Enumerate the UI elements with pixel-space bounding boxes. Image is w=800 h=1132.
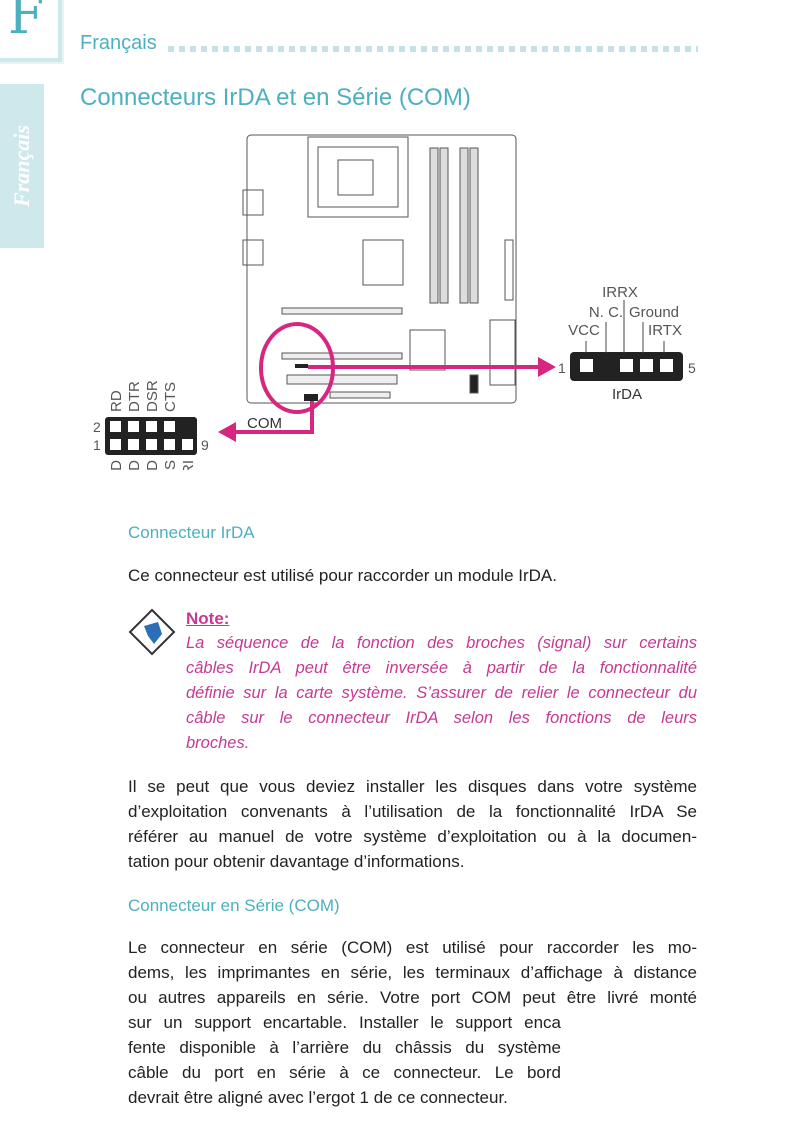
com-connector: 2 1 9 RD DTR DSR CTS CD TD GND RTS RI CO… [93, 380, 282, 470]
com-pin-9-label: 9 [201, 437, 209, 453]
paragraph-line: fente disponible à l’arrière du châssis … [128, 1038, 561, 1057]
paragraph-line: d’exploitation convenants à l’utilisatio… [128, 802, 697, 821]
connector-diagram: VCC N. C. IRRX Ground IRTX 1 5 IrDA 2 1 … [93, 134, 696, 470]
watermark-overlay [563, 1012, 800, 1116]
paragraph-line: Ce connecteur est utilisé pour raccorder… [128, 566, 557, 585]
com-pin-dtr: DTR [126, 381, 143, 412]
paragraph-line: devrait être aligné avec l’ergot 1 de ce… [128, 1088, 508, 1107]
note-line: câble sur le connecteur IrDA selon les f… [186, 709, 697, 727]
irda-connector: VCC N. C. IRRX Ground IRTX 1 5 IrDA [558, 284, 696, 403]
running-header: Français [80, 32, 157, 54]
com-pin-cts: CTS [162, 382, 179, 412]
com-pin-ri: RI [180, 460, 197, 470]
irda-pin-ground: Ground [629, 304, 679, 321]
irda-header-on-board [295, 364, 308, 368]
irda-pin-nc: N. C. [589, 304, 623, 321]
irda-pin-irtx: IRTX [648, 322, 682, 339]
section-heading-com: Connecteur en Série (COM) [128, 896, 340, 915]
chapter-letter: F [8, 0, 45, 46]
irda-pin-irrx: IRRX [602, 284, 638, 301]
paragraph-line: sur un support encartable. Installer le … [128, 1013, 561, 1032]
irda-pin-vcc: VCC [568, 322, 600, 339]
note-line: définie sur la carte système. S’assurer … [186, 684, 697, 702]
irda-pin-1-label: 1 [558, 360, 566, 376]
section-heading-irda: Connecteur IrDA [128, 523, 255, 542]
irda-pin-5-label: 5 [688, 360, 696, 376]
irda-label: IrDA [612, 386, 642, 403]
note-icon [128, 608, 176, 656]
header-dotted-rule [168, 46, 698, 52]
com-pin-cd: CD [108, 460, 125, 470]
com-pointer-line [234, 401, 314, 434]
note-line: broches. [186, 734, 250, 752]
com-arrow [218, 422, 236, 442]
com-pin-rd: RD [108, 390, 125, 412]
note-title: Note: [186, 609, 230, 628]
paragraph-line: Le connecteur en série (COM) est utilisé… [128, 938, 697, 957]
motherboard-illustration [242, 134, 517, 404]
com-row-2-label: 2 [93, 419, 101, 435]
com-pin-dsr: DSR [144, 380, 161, 412]
com-row-1-label: 1 [93, 437, 101, 453]
paragraph-line: référer au manuel de votre système d’exp… [128, 827, 697, 846]
com-label: COM [247, 415, 282, 432]
paragraph-line: Il se peut que vous deviez installer les… [128, 777, 697, 796]
side-language-tab: Français [0, 84, 44, 248]
paragraph-line: dems, les imprimantes en série, les term… [128, 963, 697, 982]
page-title: Connecteurs IrDA et en Série (COM) [80, 84, 471, 111]
com-pin-rts: RTS [162, 460, 179, 470]
chapter-marker: F [0, 0, 64, 64]
paragraph-line: tation pour obtenir davantage d’informat… [128, 852, 465, 871]
irda-arrow [538, 357, 556, 377]
note-line: câbles IrDA peut être inversée à partir … [186, 659, 697, 677]
com-pin-td: TD [126, 460, 143, 470]
com-pin-gnd: GND [144, 460, 161, 470]
paragraph-line: câble du port en série à ce connecteur. … [128, 1063, 561, 1082]
paragraph-line: ou autres appareils en série. Votre port… [128, 988, 697, 1007]
com-header-on-board [304, 394, 318, 401]
note-line: La séquence de la fonction des broches (… [186, 634, 697, 652]
